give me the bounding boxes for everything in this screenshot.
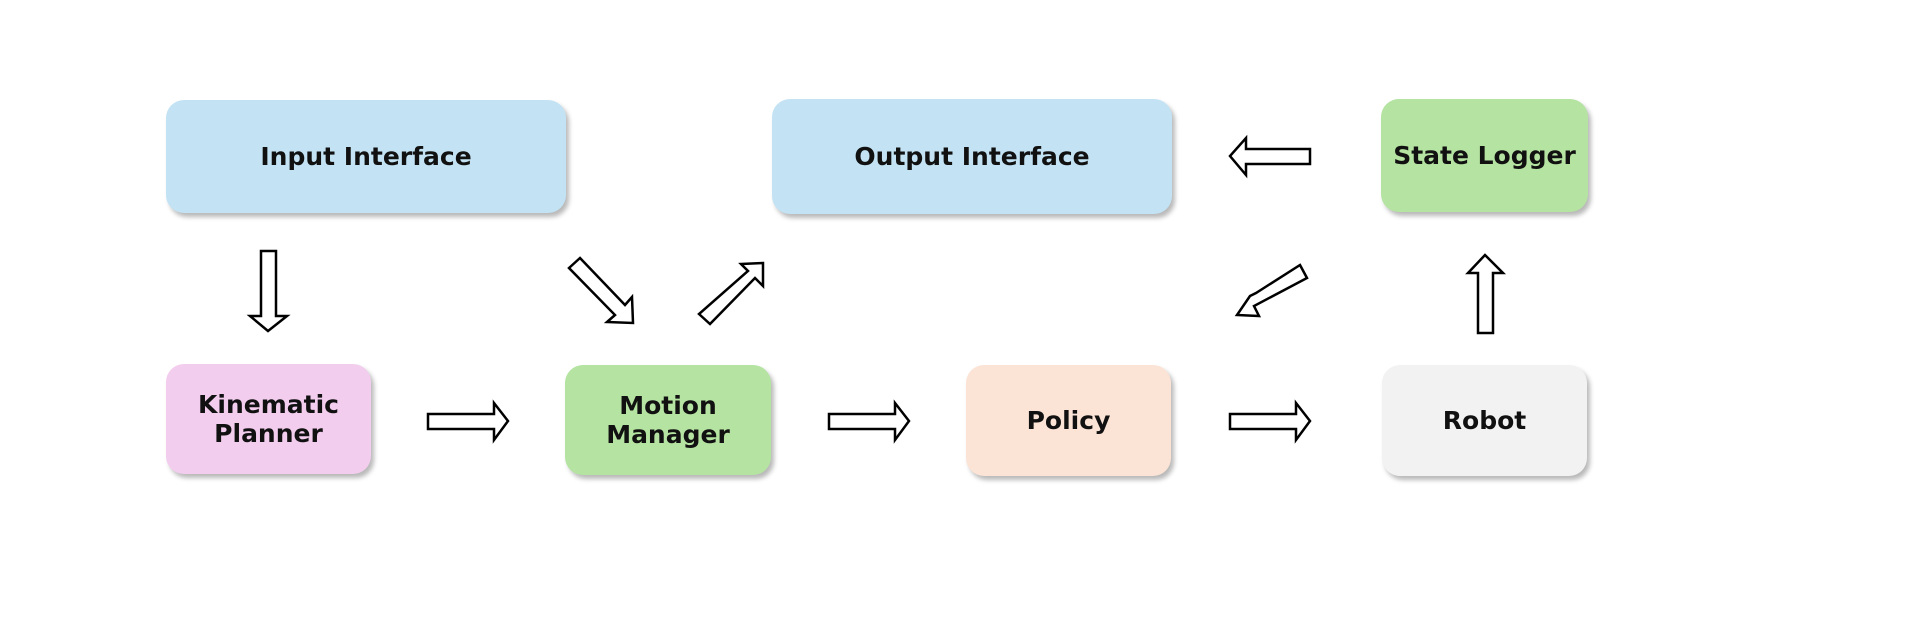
arrow-input-to-motion <box>567 256 635 325</box>
arrow-logger-to-output <box>1228 134 1312 179</box>
output-interface-node: Output Interface <box>772 99 1172 214</box>
policy-node: Policy <box>966 365 1171 476</box>
input-interface-node: Input Interface <box>166 100 566 213</box>
motion-manager-node: Motion Manager <box>565 365 771 475</box>
kinematic-planner-node: Kinematic Planner <box>166 364 371 474</box>
arrow-motion-to-policy <box>827 399 911 444</box>
arrow-kinematic-to-motion <box>426 399 510 444</box>
arrow-policy-to-robot <box>1228 399 1312 444</box>
arrow-logger-to-policy <box>1234 263 1309 318</box>
arrow-robot-to-logger <box>1465 253 1507 335</box>
arrow-input-to-kinematic <box>246 249 291 333</box>
arrow-motion-to-output <box>697 261 765 326</box>
robot-node: Robot <box>1382 365 1587 476</box>
state-logger-node: State Logger <box>1381 99 1588 212</box>
